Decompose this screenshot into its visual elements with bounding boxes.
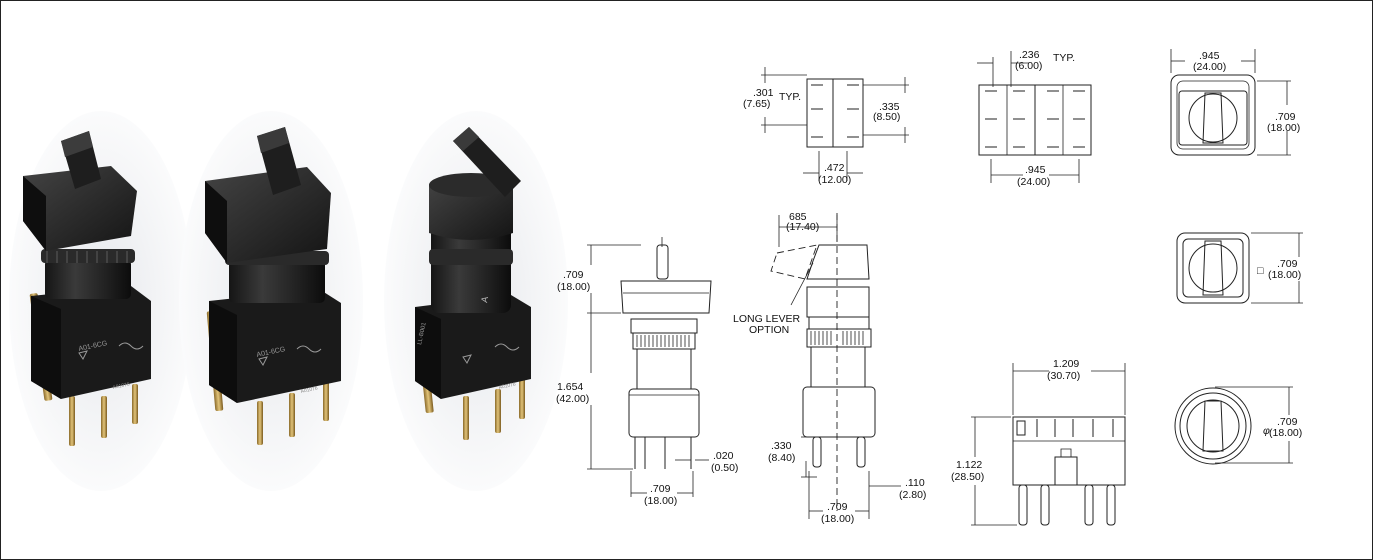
dim-pin-length: .330 xyxy=(771,440,792,452)
dim-block-width: 1.209 xyxy=(1053,358,1079,370)
dim-block-height: 1.122 xyxy=(956,459,982,471)
dim-pin-spacing-mm: (18.00) xyxy=(644,495,677,507)
dim-long-lever-reach-mm: (17.40) xyxy=(786,221,819,233)
dim-lever-height-mm: (18.00) xyxy=(557,281,590,293)
dim-face-square: .709 xyxy=(1277,258,1298,270)
long-lever-option-label-2: OPTION xyxy=(749,324,789,336)
dim-pin-width-mm: (2.80) xyxy=(899,489,926,501)
photo-1-print-side: A01076 xyxy=(112,381,130,390)
dim-pin-length-mm: (8.40) xyxy=(768,452,795,464)
drawing-face-rectangular: .945 (24.00) .709 (18.00) xyxy=(1170,49,1300,156)
dim-footprint-width: .945 xyxy=(1025,164,1046,176)
dim-body-width: .709 xyxy=(827,501,848,513)
drawing-footprint-small: .301 (7.65) TYP. .335 (8.50) .472 (12.00… xyxy=(743,67,909,186)
dim-lever-height: .709 xyxy=(563,269,584,281)
dim-face-round-mm: (18.00) xyxy=(1269,427,1302,439)
dim-face-square-mm: (18.00) xyxy=(1268,269,1301,281)
dim-row-spacing-mm: (8.50) xyxy=(873,111,900,123)
dim-face-rect-width-mm: (24.00) xyxy=(1193,61,1226,73)
dim-footprint-width-mm: (24.00) xyxy=(1017,176,1050,188)
drawing-side-view: .709 (18.00) 1.654 (42.00) .020 (0.50) .… xyxy=(556,237,738,507)
switch-photo-1: A01-6CG A01076 xyxy=(9,111,193,491)
dim-face-rect-width: .945 xyxy=(1199,50,1220,62)
photo-3-print-top: LL-B001 xyxy=(417,321,428,345)
dim-face-rect-height-mm: (18.00) xyxy=(1267,122,1300,134)
dim-block-width-mm: (30.70) xyxy=(1047,370,1080,382)
dim-pin-pitch-wide-mm: (6.00) xyxy=(1015,60,1042,72)
dim-typ-label-1: TYP. xyxy=(779,91,801,103)
dim-pin-pitch-small: .301 xyxy=(753,87,774,99)
dim-pin-width: .110 xyxy=(905,477,925,489)
dim-face-round: .709 xyxy=(1277,416,1298,428)
dim-block-height-mm: (28.50) xyxy=(951,471,984,483)
dim-pin-spacing: .709 xyxy=(650,483,671,495)
dim-long-lever-reach: 685 xyxy=(789,211,807,223)
dim-pin-pitch-wide: .236 xyxy=(1019,49,1040,61)
dim-overall-height-mm: (42.00) xyxy=(556,393,589,405)
svg-text:A: A xyxy=(479,296,490,304)
switch-photo-2: A01-6CG A01076 xyxy=(179,111,363,491)
drawing-footprint-wide: .236 (6.00) TYP. .945 (24.00) xyxy=(977,49,1092,188)
dim-pin-pitch-small-mm: (7.65) xyxy=(743,98,770,110)
dim-pin-thickness: .020 xyxy=(713,450,734,462)
diameter-symbol: φ xyxy=(1263,425,1270,437)
dim-body-width-mm: (18.00) xyxy=(821,513,854,525)
drawing-long-lever: 685 (17.40) LONG LEVER OPTION .330 (8.40… xyxy=(733,211,926,525)
drawing-switch-block: 1.209 (30.70) 1.122 (28.50) xyxy=(951,358,1126,526)
dim-face-rect-height: .709 xyxy=(1275,111,1296,123)
switch-photo-3: LL-B001 A01076 A xyxy=(384,111,568,491)
dim-row-spacing: .335 xyxy=(879,101,900,113)
dim-column-spacing: .472 xyxy=(824,162,845,174)
long-lever-option-label: LONG LEVER xyxy=(733,313,801,325)
dim-typ-label-2: TYP. xyxy=(1053,52,1075,64)
photo-2-print-side: A01076 xyxy=(300,385,318,394)
drawing-face-square: □ .709 (18.00) xyxy=(1176,232,1303,304)
dim-column-spacing-mm: (12.00) xyxy=(818,174,851,186)
drawing-face-round: φ .709 (18.00) xyxy=(1174,386,1302,465)
dim-pin-thickness-mm: (0.50) xyxy=(711,462,738,474)
square-symbol: □ xyxy=(1257,265,1264,277)
dim-overall-height: 1.654 xyxy=(557,381,583,393)
photo-3-print-side: A01076 xyxy=(498,381,516,390)
